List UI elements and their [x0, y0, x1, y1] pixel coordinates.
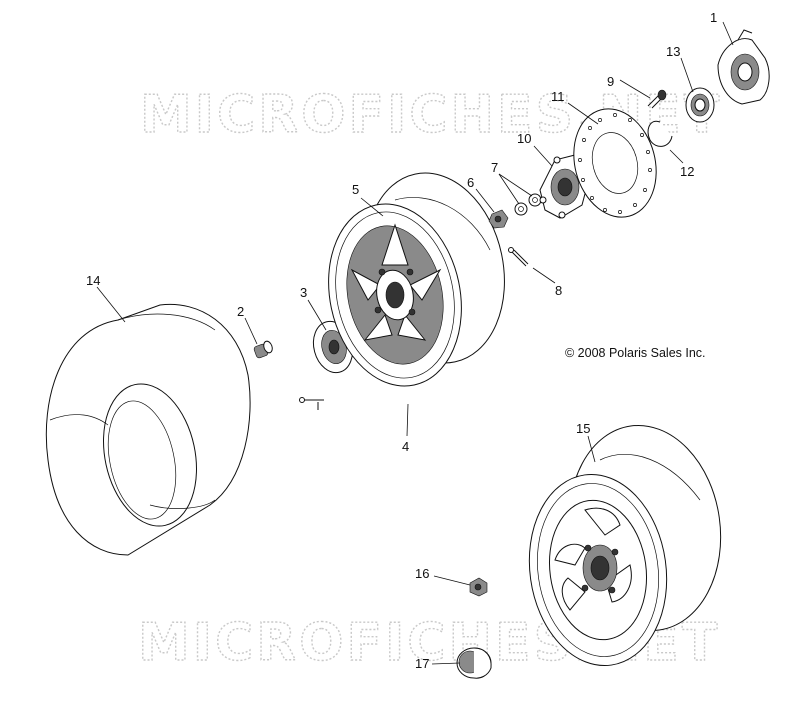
steering-knuckle — [717, 29, 770, 105]
cotter-pin — [508, 247, 529, 267]
callout-14: 14 — [86, 273, 100, 288]
rear-lug-nut — [469, 577, 488, 597]
cap-nut — [456, 647, 492, 679]
callout-3: 3 — [300, 285, 307, 300]
tire — [45, 303, 251, 556]
callout-6: 6 — [467, 175, 474, 190]
callout-5: 5 — [352, 182, 359, 197]
callout-1: 1 — [710, 10, 717, 25]
callouts: 1 2 3 4 5 6 7 8 9 10 11 12 13 14 15 16 1… — [86, 10, 717, 671]
wheel-pin — [299, 397, 324, 410]
leader-lines — [96, 21, 734, 665]
callout-4: 4 — [402, 439, 409, 454]
washers — [514, 193, 542, 216]
front-wheel — [328, 172, 505, 387]
callout-13: 13 — [666, 44, 680, 59]
callout-11: 11 — [551, 89, 565, 104]
bolt — [647, 89, 667, 109]
callout-12: 12 — [680, 164, 694, 179]
lug-nut — [488, 209, 509, 229]
copyright-notice: © 2008 Polaris Sales Inc. — [565, 346, 706, 360]
callout-9: 9 — [607, 74, 614, 89]
callout-8: 8 — [555, 283, 562, 298]
bearing — [685, 87, 715, 123]
valve-stem — [253, 340, 273, 359]
callout-16: 16 — [415, 566, 429, 581]
callout-10: 10 — [517, 131, 531, 146]
center-cap — [312, 320, 354, 374]
callout-2: 2 — [237, 304, 244, 319]
callout-17: 17 — [415, 656, 429, 671]
rear-wheel — [528, 424, 722, 667]
snap-ring — [647, 120, 673, 147]
callout-7: 7 — [491, 160, 498, 175]
callout-15: 15 — [576, 421, 590, 436]
brake-disc — [573, 108, 657, 218]
